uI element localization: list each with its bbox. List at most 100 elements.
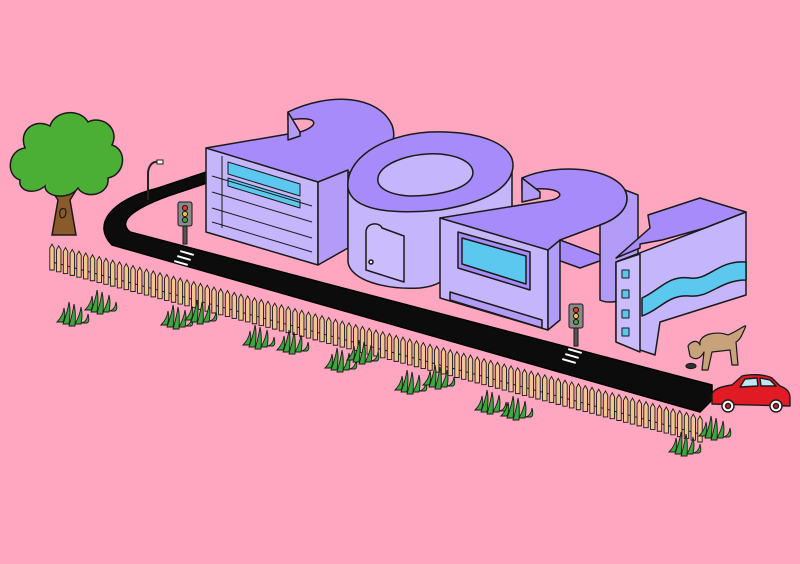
grass-blade — [289, 332, 295, 354]
fence-picket — [192, 282, 196, 308]
fence-picket — [104, 258, 108, 284]
fence-picket — [57, 246, 61, 272]
fence-picket — [124, 264, 128, 290]
fence-picket — [333, 319, 337, 345]
door-knob — [369, 260, 373, 264]
fence-picket — [131, 266, 135, 292]
grass-blade — [103, 295, 110, 312]
fence-picket — [543, 375, 547, 401]
fence-picket — [144, 269, 148, 295]
office-windows — [228, 162, 300, 208]
fence-picket — [219, 289, 223, 315]
grass-blade — [277, 336, 285, 350]
grass-blade — [209, 312, 217, 321]
window-ledge — [450, 292, 542, 328]
fence-picket — [347, 323, 351, 349]
fence-picket — [165, 274, 169, 300]
grass-blade — [301, 342, 309, 351]
grass-blade — [507, 396, 514, 418]
grass-blade — [347, 346, 355, 360]
fence-picket — [529, 371, 533, 397]
fence-picket — [232, 292, 236, 318]
grass-blade — [109, 302, 117, 311]
fence-picket — [637, 400, 641, 426]
fence-picket — [266, 301, 270, 327]
grass-blade — [91, 290, 98, 312]
grass-blade — [519, 401, 526, 418]
tree-canopy — [10, 113, 122, 196]
fence-picket — [570, 382, 574, 408]
grass-blade — [441, 370, 448, 387]
grass-blade — [475, 396, 483, 410]
grass-blade — [413, 375, 420, 392]
fence-picket — [597, 389, 601, 415]
grass-blade — [85, 296, 93, 310]
fence-picket — [522, 369, 526, 395]
fence-picket — [509, 366, 513, 392]
grass-blade — [723, 428, 731, 437]
grass-blade — [243, 331, 251, 345]
grass-blade — [261, 330, 268, 347]
fence-picket — [151, 271, 155, 297]
fence-picket — [178, 278, 182, 304]
digit-1-tower — [616, 254, 640, 352]
grass-blade — [191, 300, 198, 322]
grass-blade — [525, 408, 533, 417]
grass-blade — [249, 325, 256, 347]
fence-picket — [300, 310, 304, 336]
fence-picket — [381, 332, 385, 358]
grass-blade — [675, 432, 682, 454]
fence-picket — [482, 359, 486, 385]
fence-picket — [50, 244, 54, 270]
grass-blade — [401, 370, 408, 392]
fence-picket — [428, 344, 432, 370]
fence-picket — [273, 303, 277, 329]
grass-blade — [711, 418, 717, 440]
digit-2-second-back-wall — [522, 178, 540, 202]
streetlamp — [148, 160, 163, 200]
tree — [10, 113, 122, 235]
fence-picket — [651, 403, 655, 429]
grass-blade — [423, 371, 431, 385]
fence-picket — [657, 405, 661, 431]
grass-blade — [429, 365, 436, 387]
fence-picket — [394, 335, 398, 361]
fence-picket — [664, 407, 668, 433]
grass-blade — [447, 377, 455, 386]
fence-picket — [340, 321, 344, 347]
grass-blade — [699, 422, 707, 436]
big-window — [462, 238, 526, 284]
grass-blade — [693, 444, 701, 453]
fence-picket — [462, 353, 466, 379]
grass-blade — [97, 292, 103, 314]
office-side — [318, 170, 348, 265]
fence-picket — [563, 380, 567, 406]
grass-blade — [487, 392, 493, 414]
crosswalk-left — [173, 250, 195, 266]
grass-blade — [325, 354, 333, 368]
fence-picket — [576, 384, 580, 410]
fence-picket — [246, 296, 250, 322]
grass-blade — [69, 304, 75, 326]
fence-picket — [63, 248, 67, 274]
grass-blade — [365, 345, 372, 362]
fence-picket — [313, 314, 317, 340]
fence-picket — [212, 287, 216, 313]
fence-picket — [320, 316, 324, 342]
grass-blade — [331, 348, 338, 370]
fence-picket — [252, 298, 256, 324]
door — [366, 224, 404, 282]
fence-picket — [691, 414, 695, 440]
fence-picket — [603, 391, 607, 417]
fence-picket — [610, 393, 614, 419]
fence-picket — [441, 348, 445, 374]
fence-picket — [171, 276, 175, 302]
red-car — [712, 375, 790, 412]
digit-2-second — [440, 169, 638, 330]
fence-picket — [556, 378, 560, 404]
grass-blade — [717, 421, 724, 438]
grass-blade — [493, 395, 500, 412]
grass-blade — [57, 308, 65, 322]
fence-picket — [286, 307, 290, 333]
fence-picket — [590, 387, 594, 413]
